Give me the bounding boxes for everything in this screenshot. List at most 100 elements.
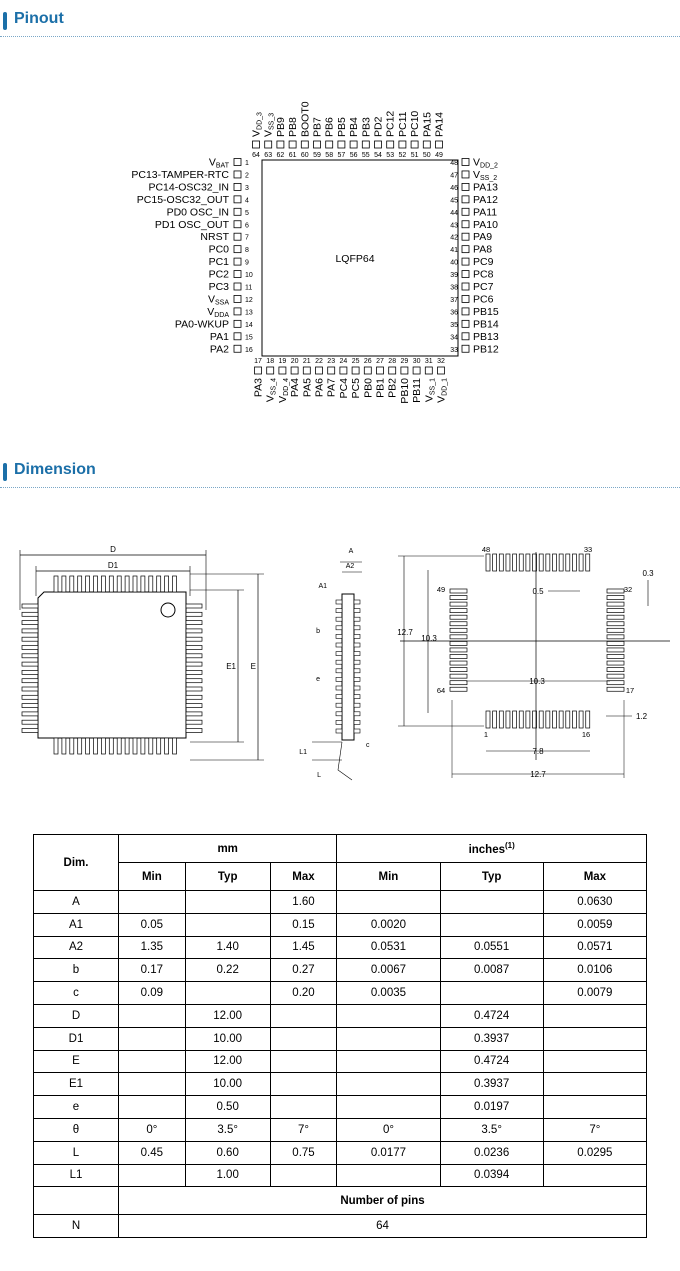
pin-label: PC3	[209, 281, 230, 293]
footprint-pad	[606, 654, 625, 659]
pin-label: PC12	[385, 111, 397, 137]
package-outline	[37, 591, 187, 739]
side-lead	[335, 668, 343, 674]
pin-number: 43	[450, 222, 458, 229]
row-dim: c	[33, 981, 119, 1005]
row-value	[336, 1003, 441, 1028]
dim-L1: L1	[299, 749, 307, 756]
pin-pad	[422, 140, 431, 149]
side-lead	[353, 616, 361, 622]
lead	[77, 737, 83, 755]
footprint-pin-64: 64	[437, 686, 445, 695]
row-dim: e	[33, 1095, 119, 1119]
pin-pad	[254, 366, 262, 375]
dim-header: Dim.	[33, 834, 119, 891]
footprint-pad	[606, 614, 625, 620]
footprint-pad	[545, 553, 551, 572]
lead	[140, 737, 146, 755]
row-value: 1.40	[184, 935, 271, 960]
row-value	[439, 890, 544, 914]
pinout-title: Pinout	[14, 10, 64, 27]
footprint-pad	[485, 553, 491, 572]
lead	[185, 719, 203, 725]
side-lead	[335, 642, 343, 648]
row-value: 1.60	[269, 890, 338, 914]
footprint-pad	[449, 634, 468, 640]
row-value	[439, 912, 544, 937]
footprint-pad	[492, 553, 497, 572]
pin-number: 58	[325, 152, 333, 159]
pin-pad	[386, 140, 395, 149]
row-value	[269, 1163, 338, 1188]
row-value	[542, 1003, 648, 1028]
row-dim: A1	[33, 912, 119, 937]
pin-number: 26	[364, 358, 372, 365]
footprint-pad	[449, 595, 468, 600]
pin-label: PC13-TAMPER-RTC	[131, 169, 229, 181]
pin-label: PA0-WKUP	[175, 318, 229, 330]
pin-label: VSS_4	[265, 378, 278, 402]
pin-label: PA14	[434, 112, 446, 137]
row-value: 0.0087	[439, 958, 544, 983]
row-dim: L1	[33, 1163, 119, 1188]
pin-pad	[325, 140, 334, 149]
pin-label: PA1	[210, 331, 229, 343]
pin-pad	[361, 140, 370, 149]
pin-label: PA3	[253, 378, 265, 397]
pin-label: PA11	[473, 206, 497, 218]
pin-name-base: V	[473, 157, 480, 169]
footprint-pad	[449, 601, 468, 607]
lead	[108, 575, 114, 593]
pinout-diagram: LQFP64 1VBAT2PC13-TAMPER-RTC3PC14-OSC32_…	[131, 101, 498, 403]
pin-number: 14	[245, 322, 253, 329]
pin-pad	[461, 270, 470, 278]
lead	[21, 645, 39, 650]
pin-number: 11	[245, 285, 252, 292]
footprint-pad	[538, 710, 544, 729]
dim-b: b	[316, 628, 320, 635]
pin-pad	[435, 140, 443, 149]
lead	[124, 575, 130, 593]
pin-pad	[327, 366, 336, 375]
pin-name-subscript: DDA	[214, 312, 229, 319]
row-value: 0°	[118, 1117, 186, 1142]
pin-label: PA10	[473, 219, 498, 231]
footprint-pad	[498, 553, 504, 572]
row-value: 0.09	[118, 981, 186, 1005]
lead	[116, 575, 122, 593]
footprint-pad	[518, 710, 524, 729]
pin-label: PB1	[375, 378, 387, 398]
pin-number: 7	[245, 235, 249, 242]
row-value	[184, 912, 271, 937]
row-value: 1.00	[184, 1163, 271, 1188]
pin-label: PC14-OSC32_IN	[148, 181, 229, 193]
pin-pad	[233, 158, 242, 166]
footprint-pad	[449, 680, 468, 686]
pin-number: 17	[254, 358, 262, 365]
pin-number: 13	[245, 309, 253, 316]
pin-number: 12	[245, 297, 253, 304]
pin-label: PC11	[397, 111, 409, 137]
lead	[21, 719, 39, 725]
side-lead	[335, 659, 343, 665]
pin-number: 48	[450, 160, 458, 167]
row-value: 0.0079	[542, 981, 648, 1005]
footprint-pad	[572, 710, 577, 729]
side-lead	[335, 616, 343, 622]
side-lead	[335, 702, 343, 708]
row-value: 0.0236	[439, 1140, 544, 1165]
pin-label: VBAT	[209, 157, 230, 170]
lead	[185, 694, 203, 700]
row-value: 0.0067	[336, 958, 441, 983]
pin-number: 30	[413, 358, 421, 365]
pin-label: VDD_4	[277, 378, 290, 403]
lead	[148, 737, 154, 755]
pin-number: 62	[277, 152, 285, 159]
lead	[21, 661, 39, 667]
pin-number: 37	[450, 297, 458, 304]
